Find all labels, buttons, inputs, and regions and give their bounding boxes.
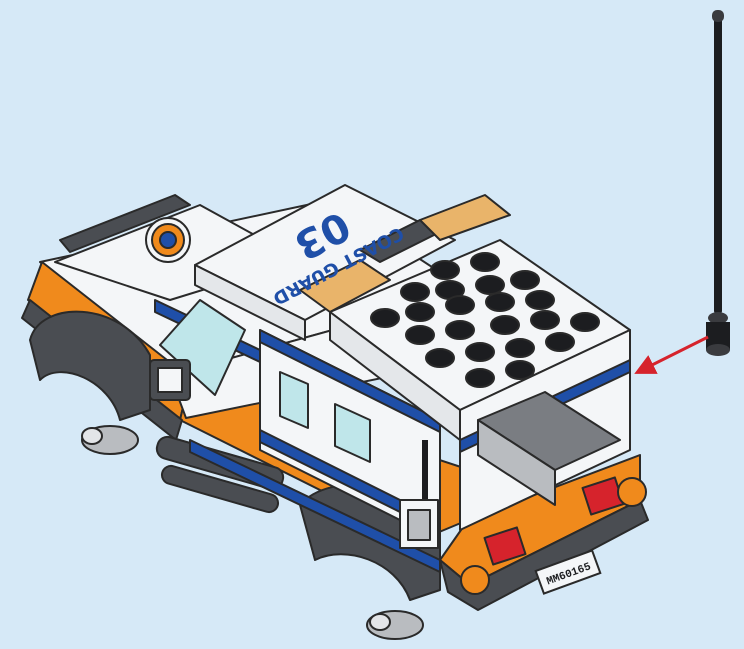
front-wheel-arch <box>30 312 150 454</box>
placement-arrow <box>638 337 708 372</box>
antenna-part <box>706 10 730 356</box>
